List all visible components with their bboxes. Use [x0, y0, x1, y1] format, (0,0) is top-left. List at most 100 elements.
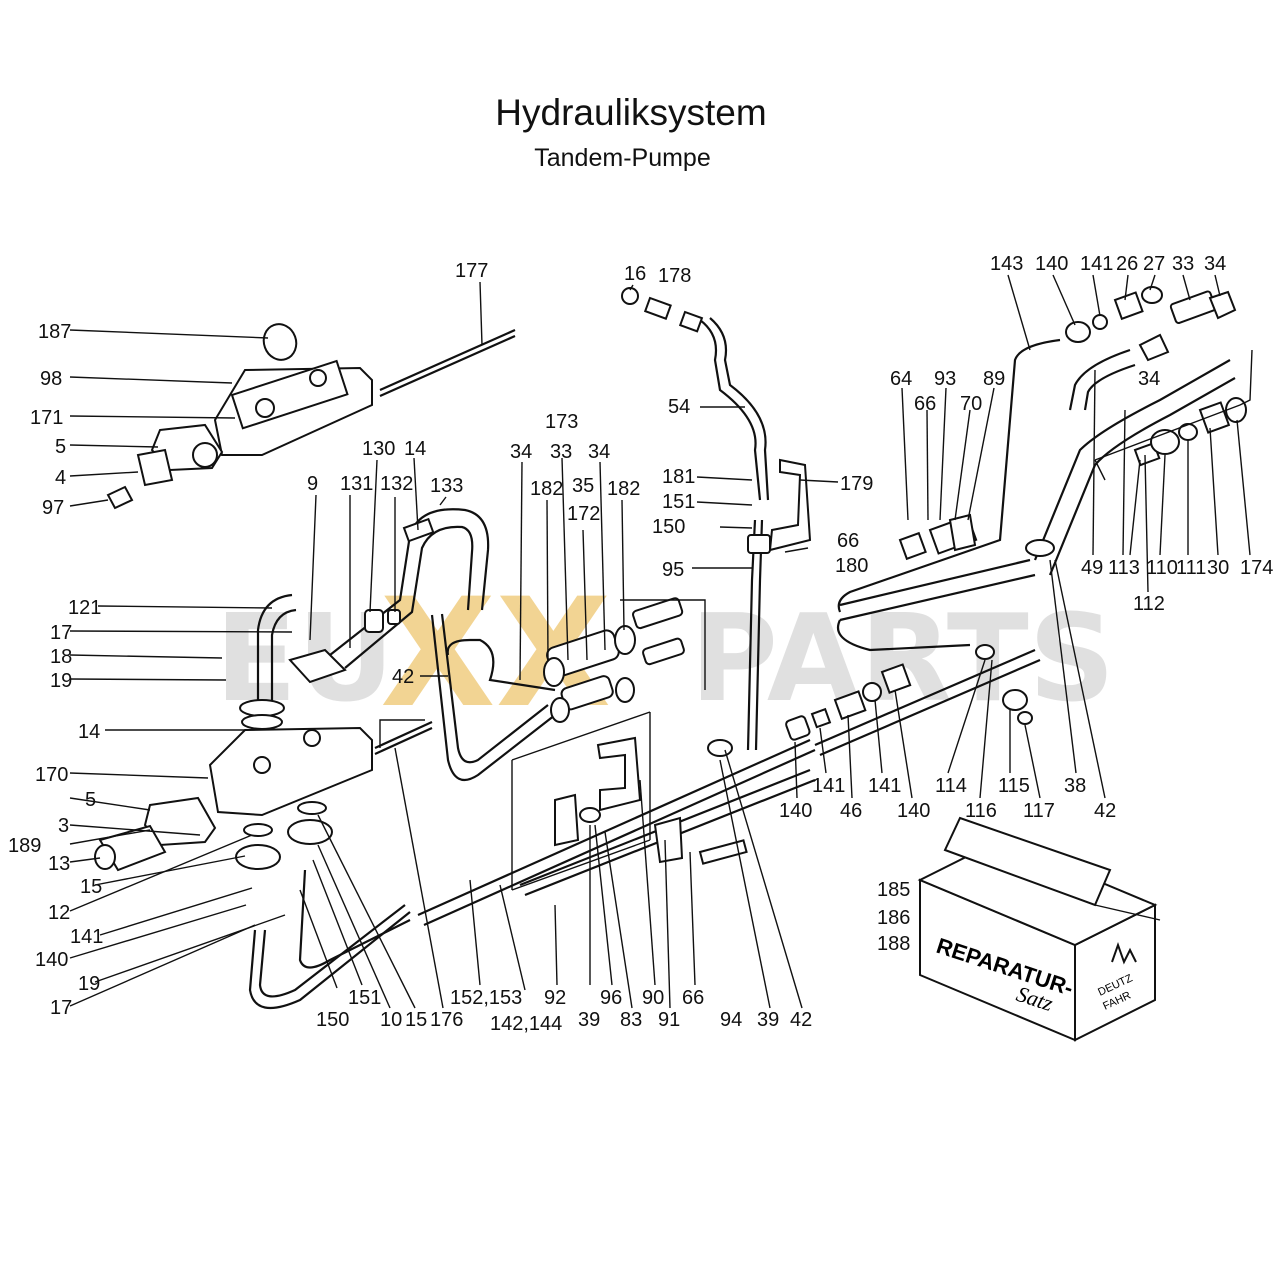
diagram-title: Hydrauliksystem [495, 92, 767, 133]
callout-114: 114 [935, 775, 967, 797]
callout-98: 98 [40, 368, 62, 390]
callout-13: 13 [48, 853, 70, 875]
callout-54: 54 [668, 396, 690, 418]
callout-49: 49 [1081, 557, 1103, 579]
callout-14: 14 [404, 438, 426, 460]
callout-64: 64 [890, 368, 912, 390]
callout-173: 173 [545, 411, 578, 433]
callout-92: 92 [544, 987, 566, 1009]
callout-143: 143 [990, 253, 1023, 275]
callout-19-lower: 19 [78, 973, 100, 995]
callout-110: 110 [1146, 557, 1178, 579]
callout-66-clamp: 66 [914, 393, 936, 415]
callout-133: 133 [430, 475, 463, 497]
parts-artwork: REPARATUR- Satz DEUTZ FAHR 185 186 188 [94, 286, 1253, 1042]
callout-35: 35 [572, 475, 594, 497]
callout-66-bracket: 66 [837, 530, 859, 552]
callout-91: 91 [658, 1009, 680, 1031]
callout-180: 180 [835, 555, 868, 577]
callout-97: 97 [42, 497, 64, 519]
callout-46: 46 [840, 800, 862, 822]
callout-140: 140 [35, 949, 68, 971]
right-fittings [785, 286, 1253, 741]
callout-170: 170 [35, 764, 68, 786]
callout-5-lower: 5 [85, 789, 96, 811]
callout-151-hose: 151 [662, 491, 695, 513]
callout-140-mid: 140 [779, 800, 812, 822]
callout-5: 5 [55, 436, 66, 458]
brackets [379, 711, 748, 891]
callout-3: 3 [58, 815, 69, 837]
callout-16: 16 [624, 263, 646, 285]
callout-115: 115 [998, 775, 1030, 797]
callout-151: 151 [348, 987, 381, 1009]
callout-179: 179 [840, 473, 873, 495]
callout-141-mid: 141 [812, 775, 845, 797]
callout-182-second: 182 [607, 478, 640, 500]
callout-112: 112 [1133, 593, 1165, 615]
callout-33-top: 33 [1172, 253, 1194, 275]
callout-39: 39 [578, 1009, 600, 1031]
repair-kit-part-186: 186 [877, 907, 910, 929]
callout-34-right: 34 [1138, 368, 1160, 390]
repair-kit-box: REPARATUR- Satz DEUTZ FAHR 185 186 188 [877, 816, 1161, 1042]
callout-141: 141 [70, 926, 103, 948]
high-pressure-hose [621, 287, 812, 751]
upper-tandem-pump [106, 323, 516, 510]
callout-178: 178 [658, 265, 691, 287]
callout-89: 89 [983, 368, 1005, 390]
callout-130: 130 [362, 438, 395, 460]
callout-142-144: 142,144 [490, 1013, 562, 1035]
callout-39-right: 39 [757, 1009, 779, 1031]
callout-30: 30 [1207, 557, 1229, 579]
callout-150-hose: 150 [652, 516, 685, 538]
diagram-subtitle: Tandem-Pumpe [534, 144, 711, 172]
callout-42-right: 42 [1094, 800, 1116, 822]
callout-94: 94 [720, 1009, 742, 1031]
callout-113: 113 [1108, 557, 1140, 579]
callout-34-top: 34 [1204, 253, 1226, 275]
callout-174: 174 [1240, 557, 1273, 579]
watermark: EU XX PARTS [215, 567, 1115, 741]
callout-182: 182 [530, 478, 563, 500]
callout-150: 150 [316, 1009, 349, 1031]
callout-70: 70 [960, 393, 982, 415]
callout-171: 171 [30, 407, 63, 429]
callout-131: 131 [340, 473, 373, 495]
callout-17-lower: 17 [50, 997, 72, 1019]
repair-kit-part-188: 188 [877, 933, 910, 955]
suction-line [430, 597, 706, 782]
callout-172: 172 [567, 503, 600, 525]
callout-117: 117 [1023, 800, 1055, 822]
callout-95: 95 [662, 559, 684, 581]
leader-lines [69, 274, 1251, 1009]
callout-83: 83 [620, 1009, 642, 1031]
callout-9: 9 [307, 473, 318, 495]
callout-140-mid2: 140 [897, 800, 930, 822]
callout-12: 12 [48, 902, 70, 924]
callout-42-bottom: 42 [790, 1009, 812, 1031]
callout-90: 90 [642, 987, 664, 1009]
callout-187: 187 [38, 321, 71, 343]
callout-19: 19 [50, 670, 72, 692]
callout-66: 66 [682, 987, 704, 1009]
callout-10: 10 [380, 1009, 402, 1031]
callout-111: 111 [1176, 557, 1206, 579]
callout-26: 26 [1116, 253, 1138, 275]
callout-176: 176 [430, 1009, 463, 1031]
repair-kit-part-185: 185 [877, 879, 910, 901]
callout-34: 34 [510, 441, 532, 463]
callout-4: 4 [55, 467, 66, 489]
watermark-right: PARTS [690, 590, 1115, 729]
callout-38: 38 [1064, 775, 1086, 797]
callout-93: 93 [934, 368, 956, 390]
callout-15: 15 [80, 876, 102, 898]
callout-181: 181 [662, 466, 695, 488]
lower-tandem-pump [94, 720, 433, 872]
callout-132: 132 [380, 473, 413, 495]
callout-96: 96 [600, 987, 622, 1009]
callout-152-153: 152,153 [450, 987, 522, 1009]
callout-15-bottom: 15 [405, 1009, 427, 1031]
callout-177: 177 [455, 260, 488, 282]
